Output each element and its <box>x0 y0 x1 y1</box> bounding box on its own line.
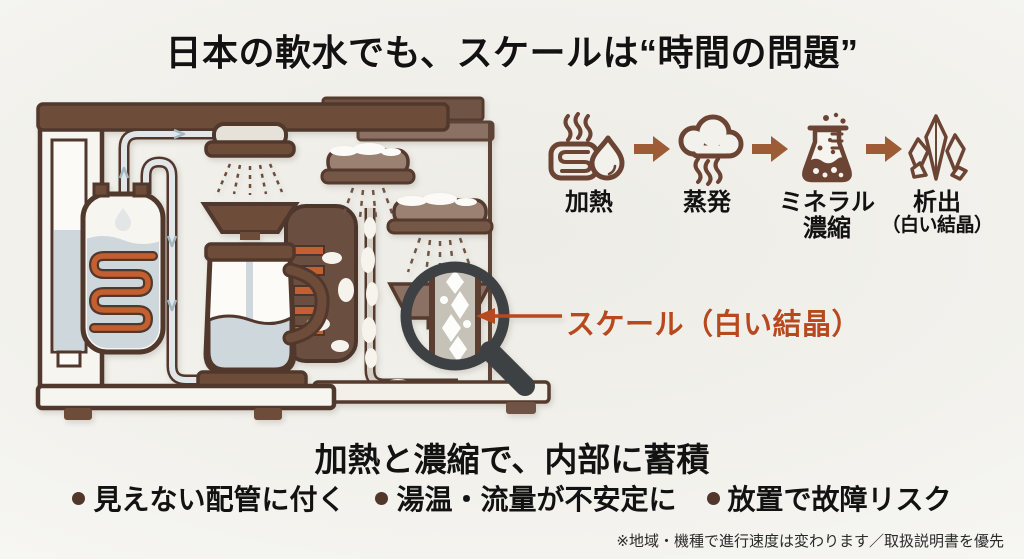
reservoir-water <box>54 230 84 351</box>
coffee-maker-cutaway-illustration <box>35 96 562 420</box>
flow-arrow-icon <box>634 134 670 164</box>
page-title: 日本の軟水でも、スケールは“時間の問題” <box>165 32 859 73</box>
scale-crystals-in-pipe <box>440 270 471 362</box>
bullet-dot-icon <box>706 491 720 505</box>
scale-callout-label: スケール（白い結晶） <box>566 309 862 341</box>
carafe-handle <box>285 265 327 343</box>
footnote: ※地域・機種で進行速度は変わります／取扱説明書を優先 <box>616 533 1004 550</box>
bullet-item: 放置で故障リスク <box>706 478 952 518</box>
flow-step-label: ミネラル <box>779 189 875 216</box>
beaker-icon <box>775 110 879 190</box>
bullet-item: 見えない配管に付く <box>72 478 345 518</box>
heating-element-icon <box>541 110 637 190</box>
flow-step-label: 析出 <box>913 189 961 216</box>
flow-arrow-icon <box>866 134 902 164</box>
bullet-dot-icon <box>72 491 86 505</box>
steam-cloud-icon <box>659 110 755 190</box>
bullet-text: 放置で故障リスク <box>727 484 952 515</box>
flow-step-label: 加熱 <box>565 189 613 216</box>
summary-heading: 加熱と濃縮で、内部に蓄積 <box>314 441 710 478</box>
flow-step-evaporation: 蒸発 <box>659 110 755 216</box>
bullet-dot-icon <box>375 491 389 505</box>
flow-step-mineral-concentration: ミネラル 濃縮 <box>775 110 879 243</box>
magnifier-icon <box>400 261 535 396</box>
callout-arrow <box>476 308 562 324</box>
flow-step-label2: （白い結晶） <box>881 215 993 237</box>
bullet-text: 湯温・流量が不安定に <box>396 484 677 515</box>
shower-spray <box>216 163 284 195</box>
bullet-text: 見えない配管に付く <box>93 484 346 515</box>
flow-step-precipitation: 析出 （白い結晶） <box>878 110 996 237</box>
heating-coil <box>91 253 156 331</box>
summary-bullets: 見えない配管に付く 湯温・流量が不安定に 放置で故障リスク <box>0 478 1024 518</box>
flow-step-heating: 加熱 <box>541 110 637 216</box>
flow-step-label: 蒸発 <box>683 189 731 216</box>
coffee-stream <box>246 258 253 324</box>
bullet-item: 湯温・流量が不安定に <box>375 478 677 518</box>
flow-arrow-icon <box>752 134 788 164</box>
crystal-icon <box>878 110 996 190</box>
carafe-water <box>207 314 293 371</box>
flow-step-label2: 濃縮 <box>803 215 851 243</box>
clean-machine <box>35 102 450 420</box>
